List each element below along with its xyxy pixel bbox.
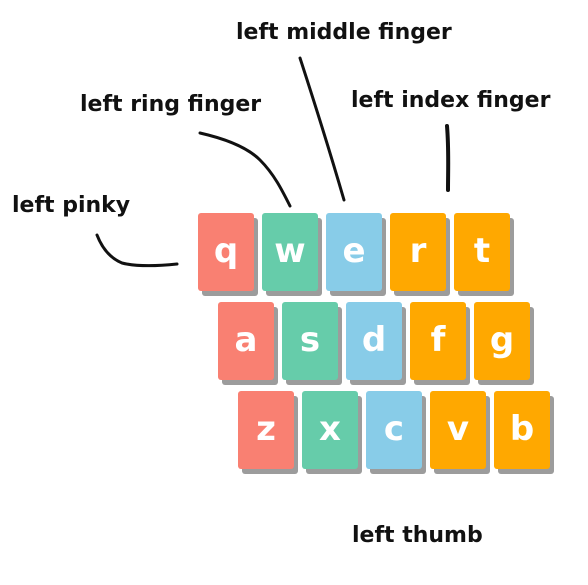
pinky-pointer-stroke	[95, 233, 179, 268]
key-label: r	[409, 231, 427, 271]
key-f: f	[410, 302, 466, 380]
key-d: d	[346, 302, 402, 380]
ring-pointer-stroke	[198, 131, 292, 208]
key-g: g	[474, 302, 530, 380]
key-q: q	[198, 213, 254, 291]
key-e: e	[326, 213, 382, 291]
label-left-middle-finger: left middle finger	[236, 20, 452, 45]
key-label: a	[234, 320, 258, 360]
key-t: t	[454, 213, 510, 291]
label-left-thumb: left thumb	[352, 523, 483, 548]
key-a: a	[218, 302, 274, 380]
key-label: f	[430, 320, 446, 360]
key-b: b	[494, 391, 550, 469]
key-r: r	[390, 213, 446, 291]
key-v: v	[430, 391, 486, 469]
key-label: w	[274, 231, 306, 271]
key-label: z	[256, 409, 276, 449]
key-label: x	[319, 409, 341, 449]
key-x: x	[302, 391, 358, 469]
key-label: t	[473, 231, 491, 271]
key-c: c	[366, 391, 422, 469]
key-label: v	[446, 409, 470, 449]
middle-pointer-stroke	[298, 56, 346, 202]
key-label: b	[509, 409, 535, 449]
key-z: z	[238, 391, 294, 469]
key-label: e	[342, 231, 366, 271]
key-w: w	[262, 213, 318, 291]
index-pointer-stroke	[445, 124, 451, 192]
key-s: s	[282, 302, 338, 380]
key-label: q	[213, 231, 239, 271]
label-left-ring-finger: left ring finger	[80, 92, 262, 117]
key-label: d	[361, 320, 387, 360]
label-left-pinky: left pinky	[12, 193, 131, 218]
key-label: s	[299, 320, 321, 360]
key-label: g	[489, 320, 515, 360]
key-label: c	[383, 409, 405, 449]
label-left-index-finger: left index finger	[351, 88, 551, 113]
